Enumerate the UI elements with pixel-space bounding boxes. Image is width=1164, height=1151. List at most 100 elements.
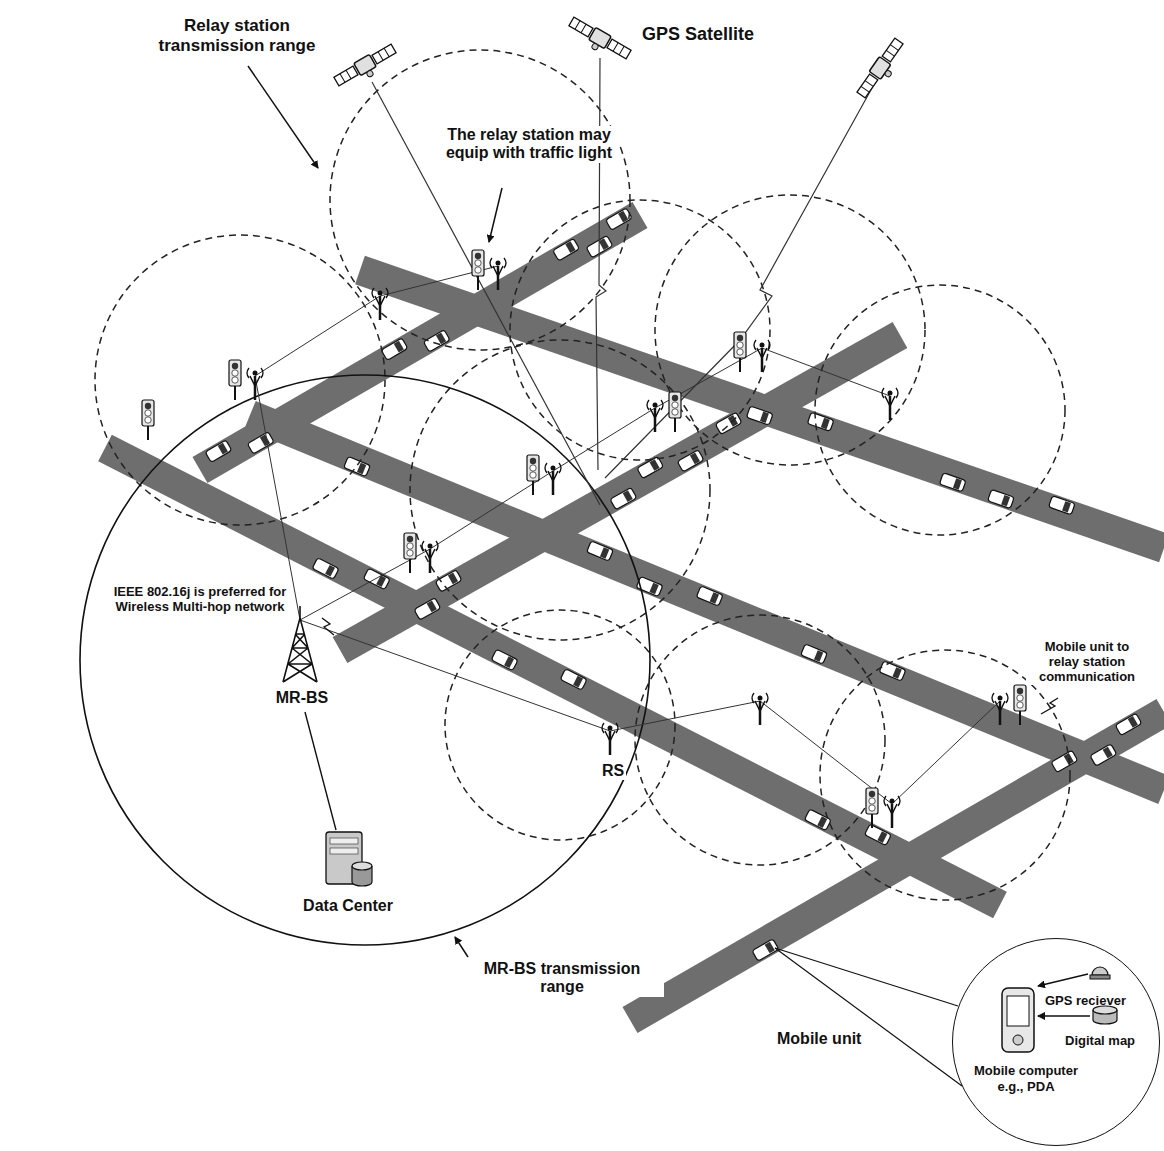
traffic-light — [404, 533, 416, 573]
car-window — [325, 565, 335, 577]
relay-range-circle — [820, 650, 1070, 900]
annotation-label: RS — [600, 762, 626, 780]
car-window — [877, 831, 887, 843]
annotation-label: Data Center — [276, 897, 420, 915]
car — [801, 644, 828, 664]
traffic-light — [229, 360, 241, 400]
car-window — [1103, 747, 1113, 759]
car-body — [312, 558, 339, 580]
car-body — [587, 541, 614, 561]
leader-arrow — [455, 937, 468, 957]
car — [312, 558, 339, 580]
relay-link — [430, 348, 890, 549]
relay-range-circle — [815, 285, 1065, 535]
drawing-rect — [330, 848, 358, 854]
car-window — [765, 942, 775, 954]
relay-antennas — [247, 258, 1008, 828]
digital-map-icon — [1093, 1006, 1117, 1024]
car-window — [1062, 501, 1071, 512]
relay-antenna — [545, 463, 561, 495]
car-window — [448, 573, 458, 585]
car-window — [1001, 495, 1010, 506]
car — [864, 824, 891, 846]
traffic-light — [669, 392, 681, 432]
car-body — [205, 440, 232, 462]
car-window — [600, 547, 609, 559]
relay-range-circle — [330, 50, 630, 350]
drawing-rect — [1090, 975, 1110, 979]
car — [746, 406, 773, 425]
relay-link — [610, 701, 1000, 804]
car-body — [247, 432, 274, 454]
traffic-light — [866, 788, 878, 828]
car-body — [696, 586, 723, 606]
satellite-links — [372, 58, 872, 505]
car-window — [817, 816, 827, 828]
roads — [105, 215, 1164, 1020]
car — [1090, 744, 1117, 766]
road — [250, 415, 1164, 790]
car-body — [752, 939, 779, 961]
car-window — [427, 601, 437, 613]
drawing-rect — [1002, 988, 1034, 1052]
gps-satellite — [565, 15, 632, 65]
car-window — [436, 333, 446, 345]
relay-antenna — [992, 693, 1008, 725]
car-window — [953, 478, 962, 489]
relay-range-circle — [410, 340, 710, 640]
relay-antenna — [754, 340, 770, 372]
leader-arrows — [248, 66, 502, 957]
car — [381, 338, 408, 360]
relay-antenna — [490, 258, 506, 290]
traffic-lights — [142, 250, 1026, 828]
road — [340, 335, 900, 650]
car-body — [363, 568, 390, 590]
car — [363, 568, 390, 590]
car-body — [1048, 496, 1075, 515]
car-window — [821, 418, 830, 429]
car-body — [491, 649, 518, 671]
inset-arrow — [1038, 974, 1088, 986]
traffic-light — [527, 455, 539, 495]
car — [1115, 713, 1142, 735]
leader-arrow — [248, 66, 318, 168]
car — [715, 412, 742, 434]
gps-satellite — [855, 37, 909, 103]
traffic-light — [1014, 685, 1026, 725]
car-body — [804, 809, 831, 831]
car-window — [394, 341, 404, 353]
traffic-light — [734, 332, 746, 372]
relay-link — [300, 620, 610, 731]
pda-icon — [1002, 988, 1034, 1052]
drawing-rect — [1007, 996, 1029, 1026]
car-body — [715, 412, 742, 434]
car — [414, 598, 441, 620]
drawing-circle — [1013, 1035, 1023, 1045]
leader-line — [775, 948, 962, 1086]
inset-text: Mobile computer e.g., PDA — [967, 1063, 1085, 1094]
mobile-unit-leaders — [775, 948, 962, 1086]
car — [560, 669, 587, 691]
annotation-label: IEEE 802.16j is preferred for Wireless M… — [110, 585, 290, 615]
car-body — [1051, 750, 1078, 772]
car-body — [801, 644, 828, 664]
car-window — [218, 443, 228, 455]
relay-antenna — [247, 368, 263, 400]
drawing-path — [1092, 967, 1108, 975]
relay-antenna — [422, 541, 438, 573]
inset-circle: GPS recieverDigital mapMobile computer e… — [952, 938, 1160, 1146]
leader-line — [775, 948, 958, 1006]
annotation-label: GPS Satellite — [640, 24, 756, 45]
gps-receiver-icon — [1090, 967, 1110, 979]
cars — [205, 208, 1142, 961]
car — [1051, 750, 1078, 772]
car-body — [746, 406, 773, 425]
relay-antenna — [602, 723, 618, 755]
satellite-link — [605, 88, 872, 478]
satellite-link — [596, 58, 606, 470]
car — [491, 649, 518, 671]
drawing-rect — [330, 838, 358, 844]
drawing-ellipse — [352, 862, 372, 870]
car-window — [649, 583, 658, 595]
